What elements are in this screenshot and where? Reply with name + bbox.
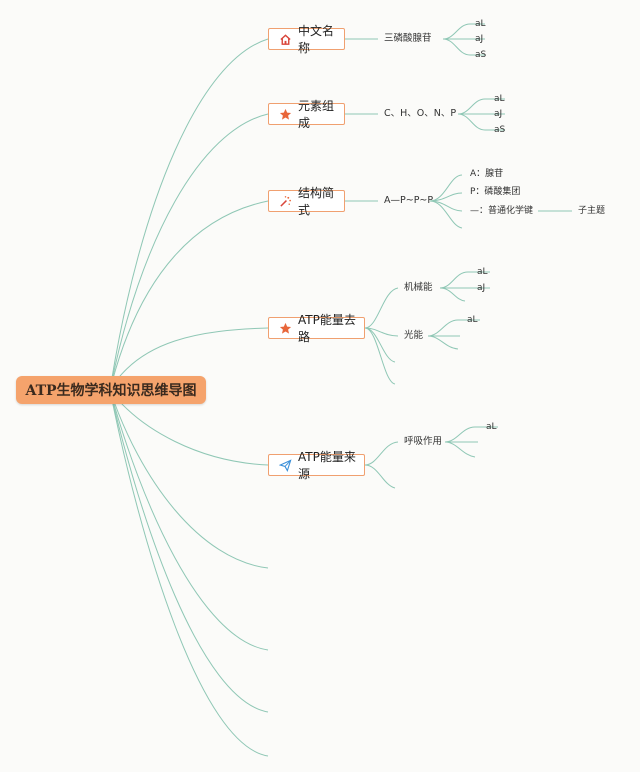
branch-atp-energy-source[interactable]: ATP能量来源 [268,450,365,481]
branch-label: 结构简式 [298,186,335,217]
leaf-node[interactable]: aL [486,422,497,432]
connector [429,174,463,202]
leaf-node[interactable]: aL [494,94,505,104]
connector [457,113,505,131]
leaf-node[interactable]: aS [494,125,506,135]
leaf-node[interactable]: aL [467,315,478,325]
connector [364,464,396,489]
connector [429,200,463,229]
connector [364,441,399,466]
connector [109,389,269,651]
connector [427,335,459,350]
branch-element-composition[interactable]: 元素组成 [268,99,345,130]
node-child[interactable]: 机械能 [404,282,433,293]
branch-label: ATP能量去路 [298,313,356,344]
connector [429,200,463,212]
connector [109,38,269,391]
connector [442,38,485,56]
connector [364,327,396,385]
connector [364,287,399,329]
connector [109,113,269,391]
leaf-node[interactable]: A：腺苷 [470,169,504,179]
connector [109,389,269,569]
connector [444,441,476,458]
branch-structural-formula[interactable]: 结构简式 [268,186,345,217]
connector [442,23,485,40]
leaf-node[interactable]: aJ [477,283,486,293]
leaf-node[interactable]: —：普通化学键 [470,206,534,216]
leaf-node[interactable]: P：磷酸集团 [470,187,521,197]
node-child[interactable]: 三磷酸腺苷 [384,33,432,44]
node-child[interactable]: 呼吸作用 [404,436,443,447]
leaf-node[interactable]: aJ [494,109,503,119]
leaf-node[interactable]: aL [475,19,486,29]
paper-plane-icon [279,458,292,472]
connector [444,426,498,443]
root-topic[interactable]: ATP生物学科知识思维导图 [16,376,206,404]
branch-label: ATP能量来源 [298,450,356,481]
connector [427,319,480,337]
subtopic-node[interactable]: 子主题 [578,206,606,216]
connector [109,327,269,391]
connector [439,271,490,289]
leaf-node[interactable]: aL [477,267,488,277]
star-icon [279,108,292,121]
star-icon [279,322,292,335]
connector [109,389,269,757]
branch-label: 元素组成 [298,99,335,130]
connector [457,98,505,115]
magic-wand-icon [279,195,292,208]
branch-atp-energy-use[interactable]: ATP能量去路 [268,313,365,344]
leaf-node[interactable]: aS [475,50,487,60]
connector [364,327,396,363]
node-child[interactable]: A—P~P~P [384,195,434,206]
connector [439,287,466,302]
branch-chinese-name[interactable]: 中文名称 [268,24,345,55]
leaf-node[interactable]: aJ [475,34,484,44]
connector [109,389,269,713]
house-icon [279,33,292,46]
connector [109,200,269,391]
branch-label: 中文名称 [298,24,335,55]
node-child[interactable]: 光能 [404,330,424,341]
node-child[interactable]: C、H、O、N、P [384,108,457,119]
